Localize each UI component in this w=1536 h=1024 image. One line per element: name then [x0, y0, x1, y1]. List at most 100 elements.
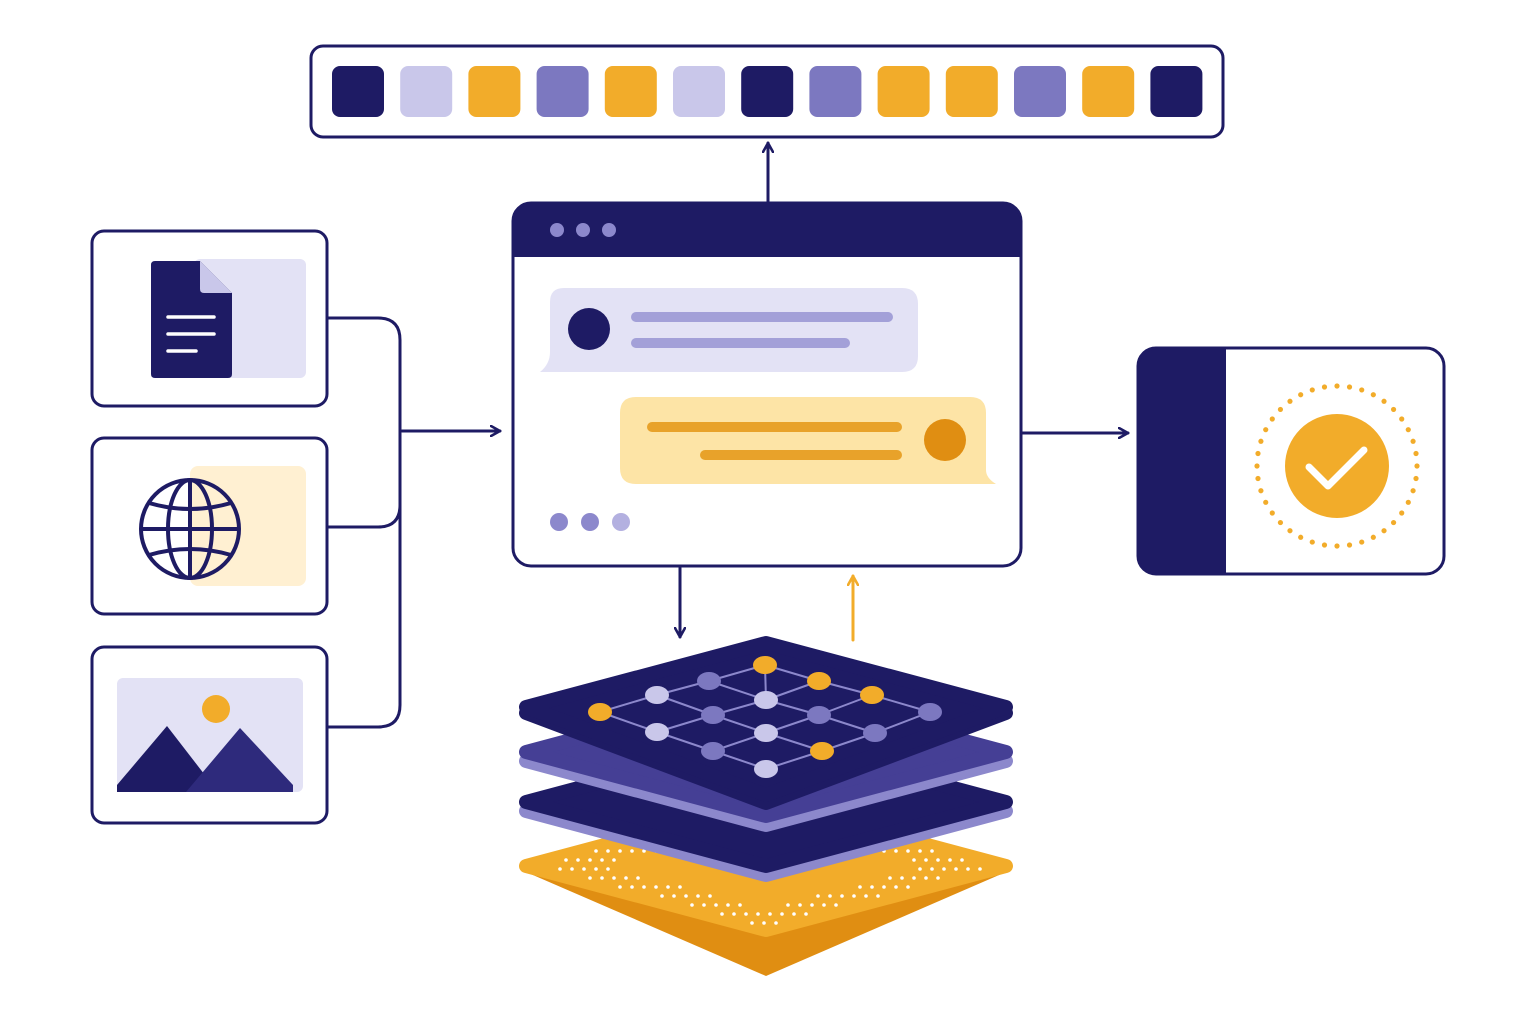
- output-sidebar: [1138, 348, 1226, 574]
- amber-dot: [828, 894, 832, 898]
- input-card-image[interactable]: [90, 645, 329, 825]
- amber-dot: [924, 858, 928, 862]
- amber-dot: [798, 903, 802, 907]
- ring-dot: [1269, 416, 1275, 422]
- amber-dot: [558, 867, 562, 871]
- ring-dot: [1298, 392, 1304, 398]
- token-cell: [536, 66, 589, 117]
- amber-dot: [810, 903, 814, 907]
- incoming-avatar: [568, 308, 610, 350]
- amber-dot: [630, 849, 634, 853]
- amber-dot: [756, 912, 760, 916]
- ring-dot: [1370, 534, 1376, 540]
- token-cell: [604, 66, 657, 117]
- network-node: [645, 723, 669, 741]
- input-card-web[interactable]: [90, 436, 329, 616]
- ring-dot: [1399, 416, 1405, 422]
- ring-dot: [1410, 438, 1416, 444]
- ring-dot: [1277, 406, 1284, 413]
- amber-dot: [822, 903, 826, 907]
- amber-dot: [864, 894, 868, 898]
- ring-dot: [1263, 499, 1269, 505]
- dotted-ring: [1254, 383, 1420, 549]
- amber-dot: [834, 903, 838, 907]
- web-highlight: [190, 466, 306, 586]
- document-icon: [151, 261, 232, 378]
- incoming-bubble: [540, 288, 918, 372]
- amber-dot: [858, 885, 862, 889]
- token-strip: [309, 44, 1225, 139]
- amber-dot: [696, 894, 700, 898]
- amber-dot: [876, 894, 880, 898]
- network-node: [701, 742, 725, 760]
- network-node: [701, 706, 725, 724]
- amber-dot: [744, 912, 748, 916]
- ring-dot: [1414, 463, 1420, 469]
- amber-dot: [774, 921, 778, 925]
- amber-dot: [666, 885, 670, 889]
- network-node: [807, 672, 831, 690]
- chat-window[interactable]: [511, 201, 1023, 568]
- amber-dot: [672, 894, 676, 898]
- input-bracket: [326, 316, 402, 729]
- window-dot: [576, 223, 590, 237]
- token-cell: [1082, 66, 1135, 117]
- ring-dot: [1263, 427, 1269, 433]
- amber-dot: [618, 885, 622, 889]
- amber-dot: [870, 885, 874, 889]
- amber-dot: [588, 876, 592, 880]
- amber-dot: [966, 867, 970, 871]
- ring-dot: [1405, 499, 1411, 505]
- globe-icon: [139, 478, 241, 580]
- ring-dot: [1413, 475, 1419, 482]
- window-controls: [550, 223, 616, 237]
- ring-dot: [1410, 488, 1416, 494]
- amber-dot: [636, 876, 640, 880]
- amber-dot: [762, 921, 766, 925]
- amber-dot: [594, 849, 598, 853]
- amber-dot: [936, 876, 940, 880]
- ring-dot: [1309, 387, 1315, 393]
- amber-dot: [582, 867, 586, 871]
- network-node: [754, 691, 778, 709]
- token-cell: [400, 66, 453, 117]
- amber-dot: [978, 867, 982, 871]
- amber-dot: [618, 849, 622, 853]
- network-node: [588, 703, 612, 721]
- amber-dot: [690, 903, 694, 907]
- network-node: [918, 703, 942, 721]
- amber-dot: [918, 849, 922, 853]
- amber-dot: [906, 885, 910, 889]
- token-cell: [1014, 66, 1066, 117]
- ring-dot: [1277, 519, 1284, 526]
- ring-dot: [1346, 384, 1353, 390]
- model-stack: [519, 636, 1013, 976]
- amber-dot: [924, 876, 928, 880]
- amber-dot: [738, 903, 742, 907]
- ring-dot: [1287, 398, 1293, 404]
- ring-dot: [1254, 463, 1260, 469]
- input-card-document[interactable]: [90, 229, 329, 408]
- amber-dot: [702, 903, 706, 907]
- output-panel[interactable]: [1136, 346, 1446, 576]
- neural-network: [588, 656, 942, 778]
- amber-dot: [600, 876, 604, 880]
- amber-dot: [630, 885, 634, 889]
- amber-dot: [654, 885, 658, 889]
- outgoing-message: [620, 397, 996, 484]
- ring-dot: [1405, 427, 1411, 433]
- ring-dot: [1370, 392, 1376, 398]
- ring-dot: [1298, 534, 1304, 540]
- token-cell: [673, 66, 725, 117]
- token-cell: [741, 66, 794, 117]
- amber-dot: [930, 867, 934, 871]
- amber-dot: [840, 894, 844, 898]
- amber-dot: [768, 912, 772, 916]
- amber-dot: [930, 849, 934, 853]
- ring-dot: [1258, 488, 1264, 494]
- typing-indicator: [550, 513, 630, 531]
- typing-dot: [612, 513, 630, 531]
- ring-dot: [1381, 528, 1387, 534]
- amber-dot: [600, 858, 604, 862]
